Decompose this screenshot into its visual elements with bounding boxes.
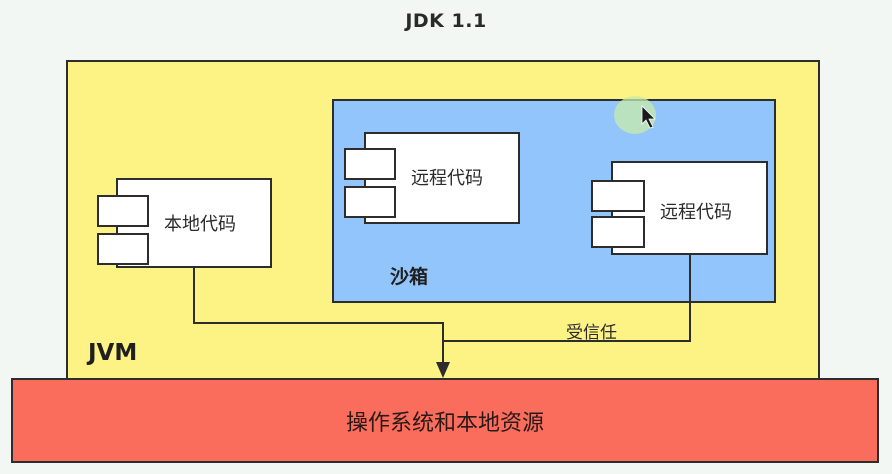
- arrow-head-icon: [436, 362, 450, 378]
- component-port-icon: [591, 216, 645, 248]
- trust-label: 受信任: [566, 323, 617, 343]
- jvm-label: JVM: [88, 340, 138, 366]
- remote-code-label: 远程代码: [411, 168, 483, 189]
- remote-code-label: 远程代码: [660, 202, 732, 223]
- sandbox-label: 沙箱: [390, 266, 429, 288]
- os-label: 操作系统和本地资源: [345, 410, 544, 436]
- mouse-cursor-icon: [641, 105, 656, 129]
- component-port-icon: [344, 148, 396, 180]
- os-native-resources: 操作系统和本地资源: [11, 378, 879, 463]
- component-port-icon: [97, 233, 149, 265]
- component-port-icon: [344, 186, 396, 218]
- trusted-remote-connector: [443, 255, 691, 342]
- component-port-icon: [591, 180, 645, 212]
- local-code-connector: [193, 268, 444, 366]
- component-port-icon: [97, 195, 149, 227]
- diagram-title: JDK 1.1: [405, 10, 487, 32]
- local-code-label: 本地代码: [164, 214, 236, 235]
